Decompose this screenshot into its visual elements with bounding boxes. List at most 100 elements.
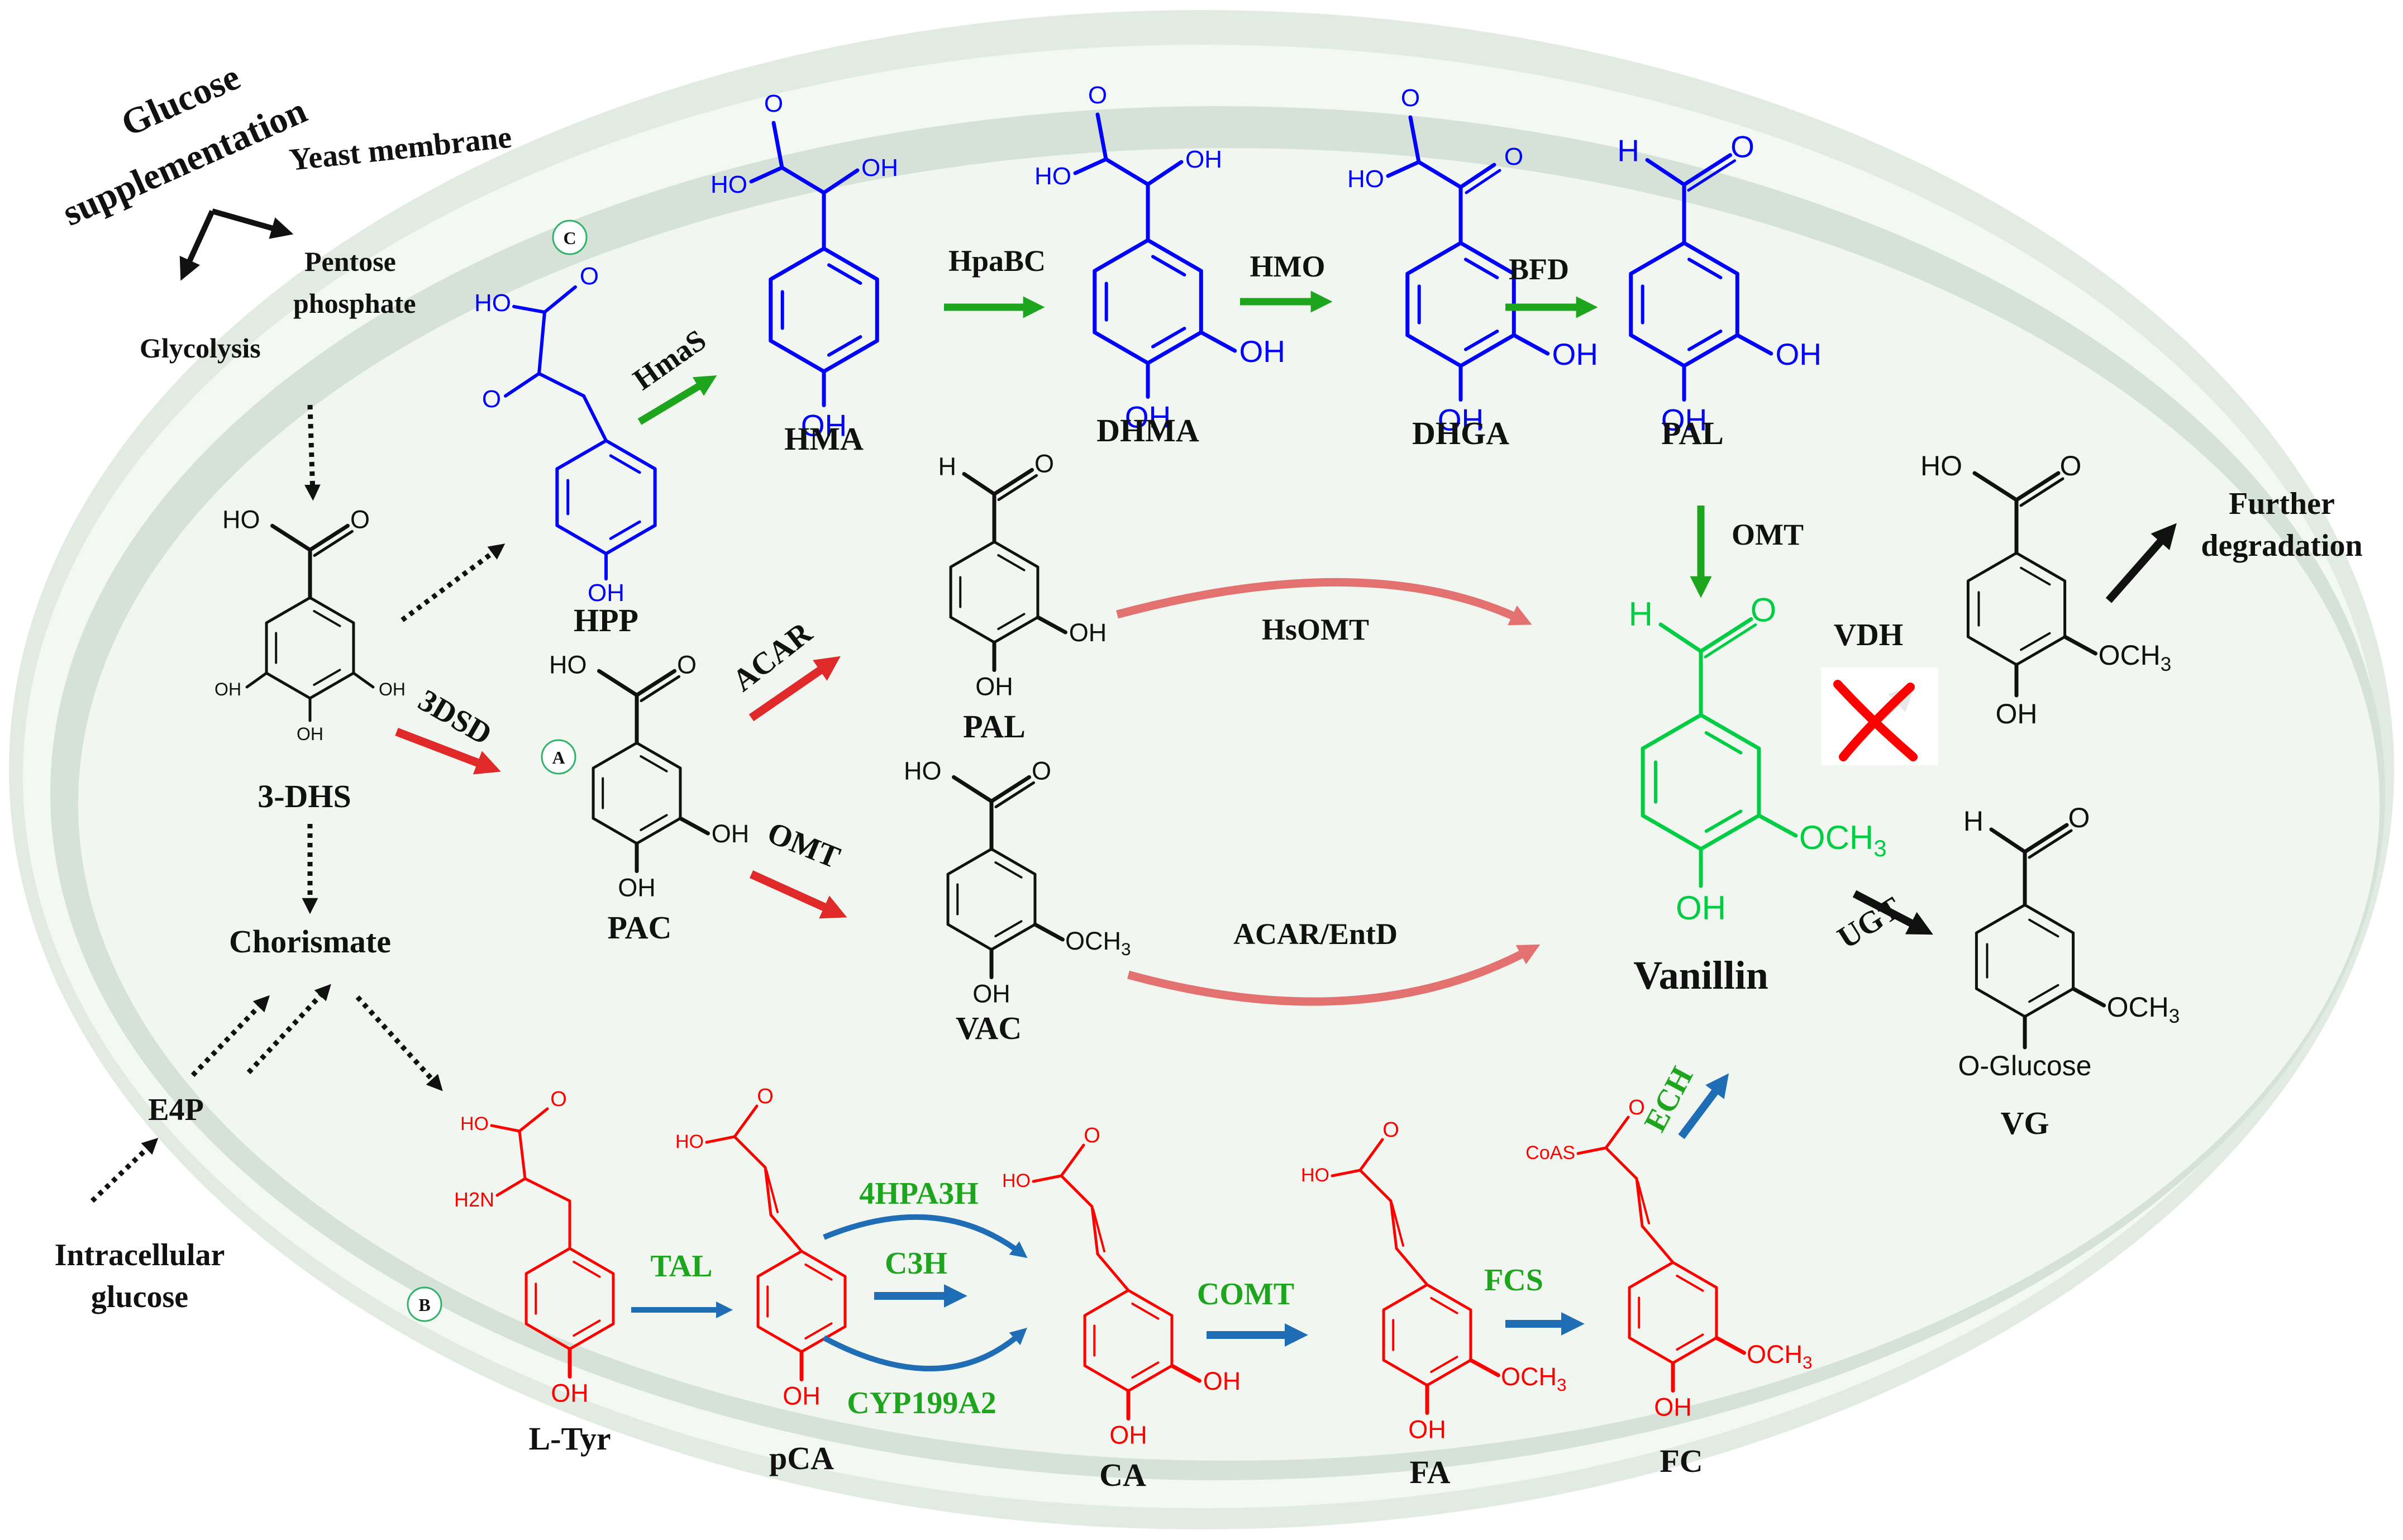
dhs-label: 3-DHS (258, 778, 351, 814)
e4p-label: E4P (148, 1093, 204, 1127)
vdh-blocked-cross (1821, 668, 1938, 765)
further-degradation-line1: Further (2229, 487, 2335, 521)
pentose-phosphate-line2: phosphate (293, 288, 416, 319)
hydroxyl-label: OH (801, 408, 847, 443)
route-a-arrows (395, 656, 847, 919)
vg-label: VG (2001, 1105, 2049, 1141)
oxygen-label: O (2060, 450, 2082, 481)
bfd-enzyme: BFD (1509, 252, 1569, 286)
structure-pac: O HO OH OH (549, 650, 749, 902)
atom-label: O (1084, 1124, 1100, 1147)
structure-vanillic-acid: O HO OH OCH3 (1920, 450, 2171, 730)
hydroxyl-label: HO (1301, 1165, 1329, 1186)
hydroxyl-label: OH (1775, 337, 1822, 371)
oxygen-label: O (677, 650, 697, 679)
fcs-enzyme: FCS (1484, 1263, 1543, 1298)
atom-label: OH (588, 579, 624, 607)
hydroxyl-label: HO (1002, 1170, 1031, 1191)
ltyr-label: L-Tyr (528, 1420, 611, 1457)
amine-label: H2N (454, 1188, 494, 1211)
oxygen-label: O (1032, 756, 1051, 785)
atom-label: O (580, 263, 599, 290)
chorismate-label: Chorismate (229, 923, 391, 960)
methoxy-label: OCH3 (1501, 1362, 1567, 1395)
ca-label: CA (1099, 1457, 1146, 1493)
hydroxyl-label: HO (904, 756, 942, 785)
hydroxyl-label: HO (1920, 450, 1962, 481)
pentose-phosphate-line1: Pentose (304, 246, 396, 277)
hydroxyl-label: OH (379, 679, 406, 699)
structure-ltyr: H2N O HO OH (454, 1088, 615, 1408)
fc-label: FC (1660, 1443, 1703, 1479)
hydroxyl-label: OH (1125, 400, 1171, 435)
hpa3h-enzyme: 4HPA3H (859, 1176, 979, 1211)
hydroxyl-label: OH (1654, 1393, 1692, 1422)
hydroxyl-label: OH (1438, 403, 1484, 437)
hydroxyl-label: HO (1347, 165, 1384, 193)
oxygen-label: O (1751, 591, 1777, 628)
upstream-labels: Pentose phosphate Glycolysis 3-DHS Chori… (55, 246, 416, 1314)
hydroxyl-label: OH (712, 819, 750, 848)
omt-enzyme-c: OMT (1732, 518, 1804, 551)
atom-label: O (757, 1085, 774, 1108)
atom-label: O (1401, 84, 1420, 112)
intracellular-glucose-line1: Intracellular (55, 1238, 225, 1272)
route-b-marker: B (418, 1295, 430, 1315)
hydroxyl-label: HO (460, 1113, 489, 1134)
glucose-split-arrows (157, 180, 312, 306)
methoxy-label: OCH3 (1747, 1340, 1813, 1372)
hydroxyl-label: OH (972, 980, 1010, 1008)
glucoside-label: O-Glucose (1958, 1050, 2092, 1081)
hydroxyl-label: OH (1203, 1367, 1241, 1395)
hydroxyl-label: HO (549, 650, 587, 679)
hydroxyl-label: OH (551, 1379, 589, 1408)
glycolysis-label: Glycolysis (140, 332, 261, 364)
hydroxyl-label: HO (711, 171, 747, 198)
atom-label: O (550, 1088, 567, 1111)
hydrogen-label: H (1629, 595, 1653, 633)
route-markers: C A B (407, 220, 588, 1322)
methoxy-label: OCH3 (2099, 640, 2172, 675)
atom-label: O (1628, 1096, 1645, 1119)
hydroxyl-label: HO (1034, 163, 1071, 190)
atom-label: O (482, 385, 501, 413)
methoxy-label: OCH3 (1065, 927, 1131, 959)
oxygen-label: O (350, 505, 370, 533)
route-b-arrows (631, 1073, 1729, 1372)
pac-label: PAC (608, 909, 672, 946)
structure-vac: O HO OH OCH3 (904, 756, 1131, 1008)
hsomt-enzyme: HsOMT (1262, 613, 1369, 646)
intracellular-glucose-line2: glucose (91, 1280, 188, 1314)
atom-label: OH (861, 154, 898, 182)
dhga-label: DHGA (1412, 415, 1509, 451)
hydroxyl-label: HO (675, 1131, 704, 1152)
atom-label: OH (297, 724, 323, 744)
hydrogen-label: H (938, 452, 957, 481)
hydroxyl-label: OH (618, 874, 656, 902)
vanillin-label: Vanillin (1633, 953, 1768, 998)
route-b-labels: L-Tyr TAL pCA 4HPA3H C3H CYP199A2 CA COM… (528, 1061, 1703, 1493)
hydroxyl-label: OH (1069, 618, 1107, 647)
oxygen-label: O (1730, 130, 1754, 164)
hydroxyl-label: OH (1996, 698, 2038, 730)
atom-label: O (1504, 143, 1523, 170)
hydrogen-label: H (1617, 134, 1639, 168)
methoxy-label: OCH3 (2107, 991, 2180, 1027)
oxygen-label: O (2068, 802, 2090, 833)
hydroxyl-label: OH (1661, 403, 1708, 437)
oxygen-label: O (1034, 449, 1054, 478)
hydroxyl-label: OH (214, 679, 241, 699)
